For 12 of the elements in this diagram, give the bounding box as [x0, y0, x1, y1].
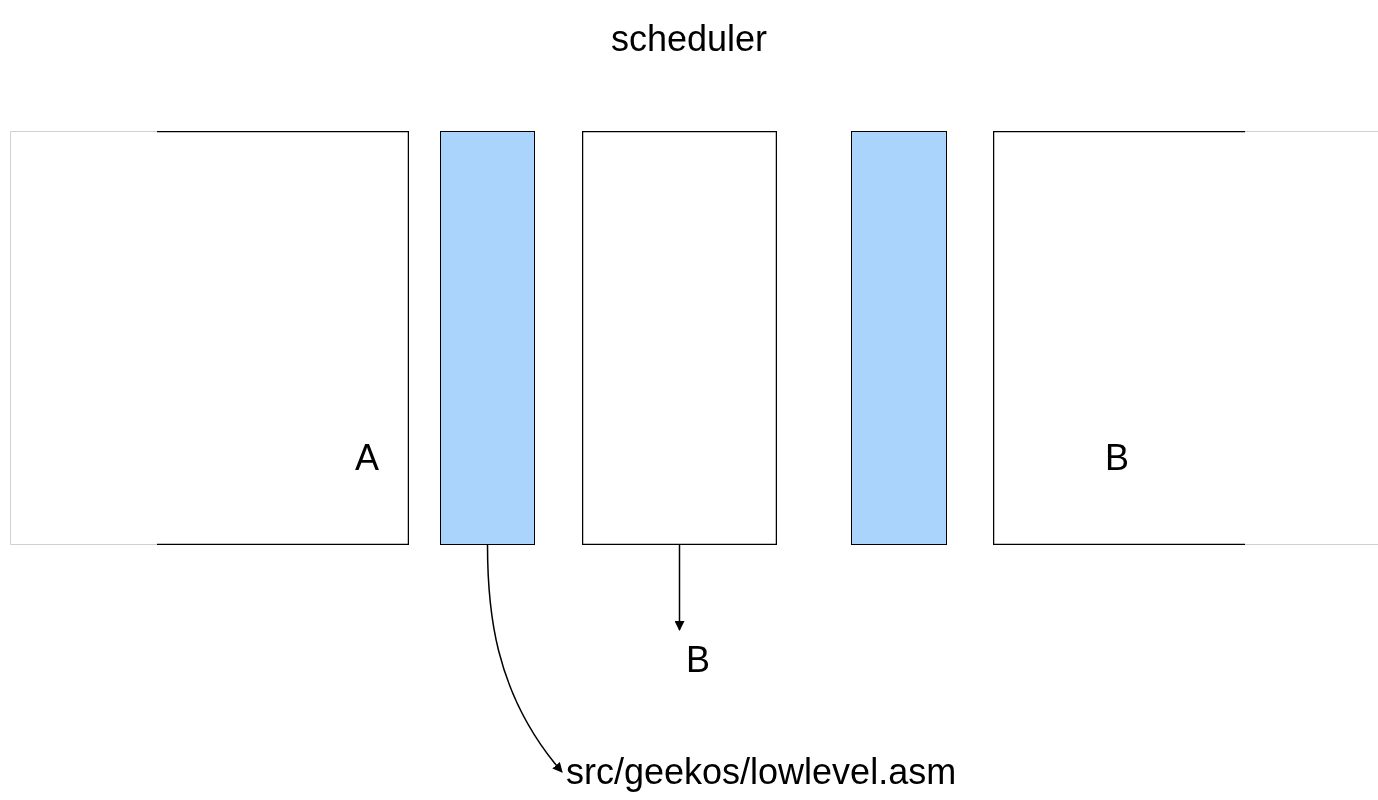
node-label: B: [686, 640, 710, 680]
node-label: A: [355, 438, 379, 478]
node-label: B: [1105, 438, 1129, 478]
process-box: [582, 131, 777, 545]
context-switch-bar: [851, 131, 947, 545]
arrow: [486, 544, 563, 773]
file-name-label: src/geekos/lowlevel.asm: [566, 752, 957, 792]
stack-frame-box: [993, 131, 1378, 545]
context-switch-bar: [440, 131, 535, 545]
arrow: [674, 544, 685, 631]
diagram-title: scheduler: [610, 18, 768, 60]
stack-frame-box: [10, 131, 409, 545]
